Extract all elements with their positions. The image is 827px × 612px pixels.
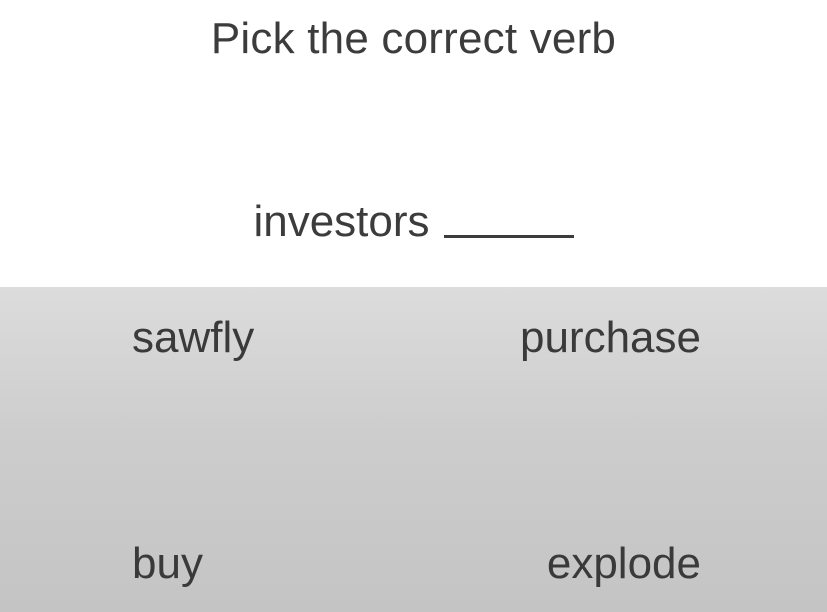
answer-blank — [443, 235, 574, 238]
choices-panel: sawfly purchase buy explode — [0, 287, 827, 612]
phrase-subject: investors — [253, 197, 430, 246]
question-phrase: investors — [0, 196, 827, 248]
quiz-title: Pick the correct verb — [210, 14, 617, 63]
question-area: Pick the correct verb investors — [0, 0, 827, 287]
choice-option-4[interactable]: explode — [546, 539, 701, 588]
choice-option-1[interactable]: sawfly — [132, 313, 255, 362]
choice-option-3[interactable]: buy — [132, 539, 203, 588]
choice-option-2[interactable]: purchase — [519, 313, 701, 362]
